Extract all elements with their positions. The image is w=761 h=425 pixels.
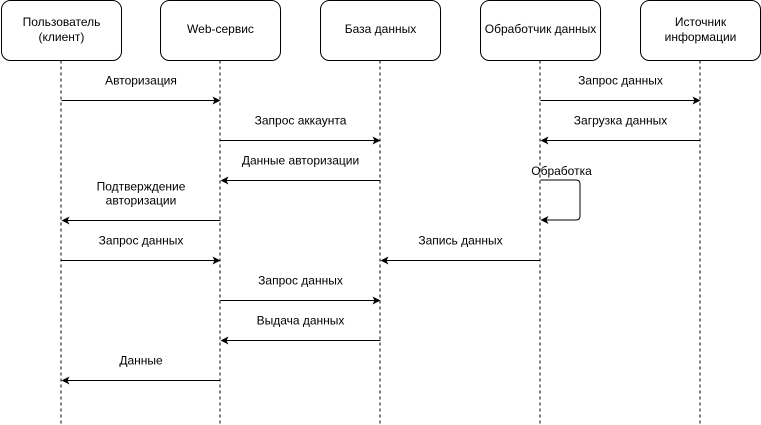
arrow-head	[220, 176, 229, 185]
arrow-head	[372, 136, 381, 145]
message-label: Запрос данных	[99, 234, 184, 248]
actor-db: База данных	[320, 0, 441, 61]
message-label: Подтверждение	[97, 180, 186, 194]
message-label: Авторизация	[105, 74, 177, 88]
message-label: авторизации	[106, 194, 177, 208]
arrow-head	[61, 216, 70, 225]
message-3: Данные авторизации	[220, 154, 381, 185]
message-label: Запрос аккаунта	[255, 114, 347, 128]
actor-label: Пользователь	[23, 15, 101, 29]
arrow-head	[372, 296, 381, 305]
arrow-head	[61, 376, 70, 385]
arrow-head	[212, 96, 221, 105]
message-label: Выдача данных	[257, 314, 345, 328]
actor-box	[480, 0, 601, 61]
arrow-head	[380, 256, 389, 265]
message-label: Данные	[119, 354, 163, 368]
message-1: Авторизация	[61, 74, 221, 105]
actor-label: Источник	[675, 15, 727, 29]
message-8: Данные	[61, 354, 221, 385]
message-2: Запрос аккаунта	[220, 114, 381, 145]
actor-label: Обработчик данных	[485, 22, 596, 36]
message-label: Запрос данных	[258, 274, 343, 288]
message-5: Запрос данных	[61, 234, 221, 265]
arrow-head	[220, 336, 229, 345]
message-6: Запрос данных	[220, 274, 381, 305]
arrow-head	[540, 136, 549, 145]
message-label: Обработка	[531, 164, 592, 178]
message-label: Запрос данных	[578, 74, 663, 88]
message-label: Загрузка данных	[574, 114, 667, 128]
self-loop-line	[540, 179, 581, 221]
arrow-head	[540, 216, 549, 224]
message-11: Обработка	[531, 164, 592, 224]
actor-label: (клиент)	[39, 30, 85, 44]
message-10: Загрузка данных	[540, 114, 701, 145]
message-7: Выдача данных	[220, 314, 381, 345]
actor-web: Web-сервис	[160, 0, 281, 61]
message-label: Данные авторизации	[242, 154, 359, 168]
message-label: Запись данных	[418, 234, 502, 248]
actor-label: Web-сервис	[187, 22, 254, 36]
message-12: Запись данных	[380, 234, 541, 265]
actor-box	[1, 0, 122, 61]
actor-user: Пользователь(клиент)	[1, 0, 122, 61]
actor-box	[320, 0, 441, 61]
arrow-head	[692, 96, 701, 105]
actor-processor: Обработчик данных	[480, 0, 601, 61]
arrow-head	[212, 256, 221, 265]
actor-box	[160, 0, 281, 61]
actor-label: База данных	[345, 22, 416, 36]
actor-label: информации	[665, 30, 737, 44]
message-9: Запрос данных	[540, 74, 701, 105]
